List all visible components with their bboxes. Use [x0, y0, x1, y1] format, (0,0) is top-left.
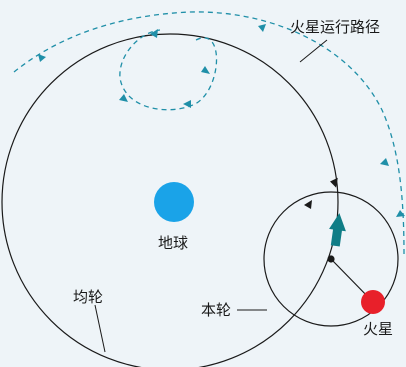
mars-path-outer [13, 11, 405, 256]
path-arrowhead [201, 66, 210, 74]
deferent-circle [1, 33, 339, 367]
mars-path-leader [299, 39, 328, 63]
earth [154, 182, 194, 222]
path-arrowhead [396, 210, 405, 217]
path-arrowhead [150, 29, 158, 38]
deferent-direction-arrowhead [330, 177, 338, 188]
mars-label: 火星 [363, 320, 393, 338]
path-arrowhead [183, 100, 191, 108]
deferent-label: 均轮 [73, 288, 103, 306]
mars [361, 290, 385, 314]
mars-path-label: 火星运行路径 [290, 18, 380, 36]
path-arrowhead [258, 24, 266, 32]
path-arrowhead [38, 54, 46, 62]
epicycle-motion-arrow [329, 213, 346, 247]
path-arrowhead [119, 94, 128, 102]
mars-path-retrograde-loop [119, 29, 218, 111]
path-arrowhead [380, 158, 389, 166]
epicycle-circle [263, 191, 399, 327]
deferent-leader [94, 304, 106, 353]
epicycle-label: 本轮 [201, 301, 231, 319]
epicycle-direction-arrowhead [304, 200, 312, 209]
earth-label: 地球 [158, 234, 188, 252]
